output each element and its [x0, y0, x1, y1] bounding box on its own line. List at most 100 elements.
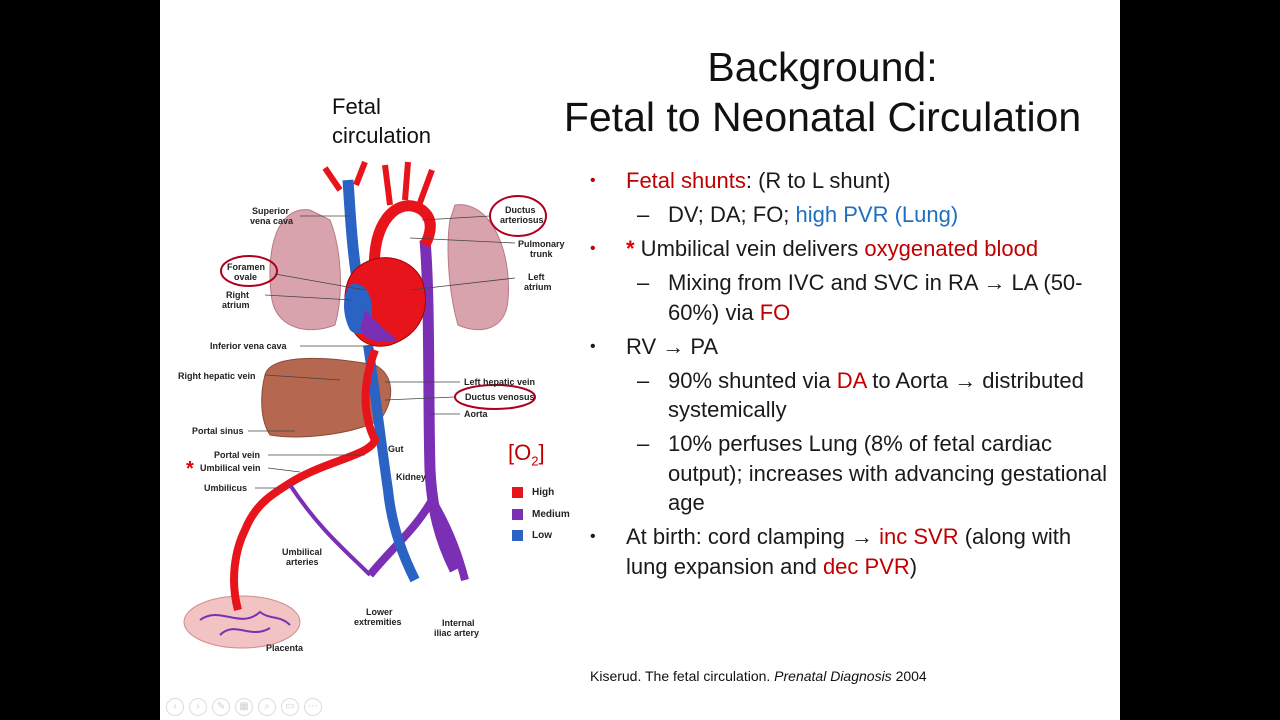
- label-umbilical-arteries-2: arteries: [286, 557, 319, 567]
- slides-icon[interactable]: ▦: [235, 698, 253, 716]
- sub-bullet-ninety-percent: – 90% shunted via DA to Aorta → distribu…: [590, 366, 1110, 425]
- descending-aorta: [419, 239, 460, 573]
- label-portal-sinus: Portal sinus: [192, 426, 244, 436]
- label-lower-extremities: Lower: [366, 607, 393, 617]
- bullet-4-red-2: dec PVR: [822, 553, 910, 579]
- sub-3-text-1: 90% shunted via: [668, 367, 837, 393]
- bullet-1-red: Fetal shunts: [626, 168, 746, 193]
- slide: Background: Fetal to Neonatal Circulatio…: [160, 0, 1120, 720]
- left-lung: [447, 204, 509, 331]
- foramen-ovale-highlight: [220, 255, 278, 287]
- o2-close: ]: [538, 440, 545, 465]
- aortic-arch: [368, 200, 436, 276]
- umbilical-vein-vessel: [230, 348, 380, 612]
- bullet-4-text-1: At birth: cord clamping →: [626, 524, 880, 549]
- sub-3-red: DA: [836, 367, 867, 393]
- dash-marker: –: [637, 270, 650, 295]
- bullet-4-red-1: inc SVR: [879, 524, 959, 549]
- next-icon[interactable]: ›: [189, 698, 207, 716]
- label-superior-vena-cava: Superior: [252, 206, 290, 216]
- label-foramen-ovale: Foramen: [227, 262, 265, 272]
- sub-2-text: Mixing from IVC and SVC in RA → LA (50-6…: [668, 270, 1083, 325]
- bullet-at-birth: • At birth: cord clamping → inc SVR (alo…: [590, 522, 1110, 581]
- bullet-marker: •: [590, 528, 596, 545]
- title-line-1: Background:: [707, 44, 938, 90]
- label-placenta: Placenta: [266, 643, 304, 653]
- bullet-umbilical-vein: • * Umbilical vein delivers oxygenated b…: [590, 234, 1110, 264]
- leader-lines: [248, 215, 516, 489]
- o2-legend: High Medium Low: [512, 482, 570, 547]
- dash-marker: –: [637, 431, 650, 456]
- diagram-caption-line-1: Fetal: [332, 94, 381, 119]
- label-gut: Gut: [388, 444, 404, 454]
- legend-swatch-low: [512, 530, 523, 542]
- label-portal-vein: Portal vein: [214, 450, 260, 460]
- label-left-atrium: Left: [528, 272, 545, 282]
- diagram-caption: Fetal circulation: [332, 92, 431, 150]
- pen-icon[interactable]: ✎: [212, 698, 230, 716]
- citation-year: 2004: [891, 668, 927, 684]
- label-umbilical-vein: Umbilical vein: [200, 463, 261, 473]
- sub-3-text-2: to Aorta → distributed systemically: [668, 367, 1084, 423]
- bullet-3-text: RV → PA: [626, 333, 719, 359]
- bullet-marker: •: [590, 172, 596, 189]
- prev-icon[interactable]: ‹: [166, 698, 184, 716]
- umbilical-vein-star: *: [186, 458, 194, 480]
- label-umbilical-arteries: Umbilical: [282, 547, 322, 557]
- sub-4-text: 10% perfuses Lung (8% of fetal cardiac o…: [668, 431, 1108, 515]
- bullet-4-text-3: ): [909, 553, 918, 579]
- legend-item-medium: Medium: [512, 504, 570, 526]
- citation-authors: Kiserud. The fetal circulation.: [590, 668, 775, 684]
- label-inferior-vena-cava: Inferior vena cava: [210, 341, 288, 351]
- inferior-vena-cava: [363, 344, 420, 583]
- title-line-2: Fetal to Neonatal Circulation: [563, 94, 1082, 140]
- head-vessels: [322, 160, 435, 210]
- citation: Kiserud. The fetal circulation. Prenatal…: [590, 668, 927, 684]
- bullet-1-rest: : (R to L shunt): [745, 168, 891, 193]
- umbilical-arteries-vessel: [288, 483, 372, 577]
- legend-swatch-medium: [512, 508, 523, 520]
- label-foramen-ovale-2: ovale: [234, 272, 257, 282]
- fetal-circulation-diagram: Superior vena cava Ductus arteriosus Pul…: [178, 160, 565, 653]
- bullet-marker: •: [590, 337, 596, 355]
- heart-ventricle: [360, 310, 398, 342]
- sub-1-text: DV; DA; FO;: [668, 202, 796, 227]
- label-superior-vena-cava-2: vena cava: [250, 216, 294, 226]
- label-internal-iliac-artery: Internal: [442, 618, 475, 628]
- bullet-4-text-2: (along with lung expansion and: [626, 524, 1072, 579]
- diagram-caption-line-2: circulation: [332, 123, 432, 148]
- label-right-hepatic-vein: Right hepatic vein: [178, 371, 256, 381]
- sub-2-red: FO: [759, 299, 791, 325]
- bullet-rv-pa: • RV → PA: [590, 332, 1110, 362]
- bullet-2-text: Umbilical vein delivers: [634, 236, 865, 261]
- placenta-shape: [183, 595, 301, 649]
- bullet-fetal-shunts: • Fetal shunts: (R to L shunt): [590, 166, 1110, 196]
- placenta-vessels: [199, 610, 291, 636]
- label-aorta: Aorta: [464, 409, 488, 419]
- slideshow-toolbar: ‹ › ✎ ▦ ⌕ ▭ ⋯: [166, 698, 322, 716]
- label-internal-iliac-artery-2: iliac artery: [434, 628, 479, 638]
- right-lung: [269, 209, 341, 331]
- sub-bullet-mixing: – Mixing from IVC and SVC in RA → LA (50…: [590, 268, 1110, 327]
- dash-marker: –: [637, 202, 650, 227]
- legend-swatch-high: [512, 487, 523, 499]
- legend-label-low: Low: [532, 530, 552, 542]
- more-icon[interactable]: ⋯: [304, 698, 322, 716]
- o2-label: [O: [508, 440, 532, 465]
- label-ductus-venosus: Ductus venosus: [465, 392, 535, 402]
- bullet-marker: •: [590, 240, 596, 257]
- label-lower-extremities-2: extremities: [354, 617, 402, 627]
- label-ductus-arteriosus-2: arteriosus: [500, 215, 544, 225]
- bullet-2-red: oxygenated blood: [864, 236, 1039, 261]
- zoom-icon[interactable]: ⌕: [258, 698, 276, 716]
- label-pulmonary-trunk-2: trunk: [530, 249, 553, 259]
- label-left-hepatic-vein: Left hepatic vein: [464, 377, 535, 387]
- sub-bullet-ten-percent: – 10% perfuses Lung (8% of fetal cardiac…: [590, 429, 1110, 518]
- legend-label-medium: Medium: [532, 508, 570, 520]
- legend-item-low: Low: [512, 525, 570, 547]
- label-left-atrium-2: atrium: [524, 282, 552, 292]
- subtitles-icon[interactable]: ▭: [281, 698, 299, 716]
- o2-subscript: 2: [531, 453, 539, 469]
- sub-bullet-shunts-list: – DV; DA; FO; high PVR (Lung): [590, 200, 1110, 230]
- legend-label-high: High: [532, 487, 555, 499]
